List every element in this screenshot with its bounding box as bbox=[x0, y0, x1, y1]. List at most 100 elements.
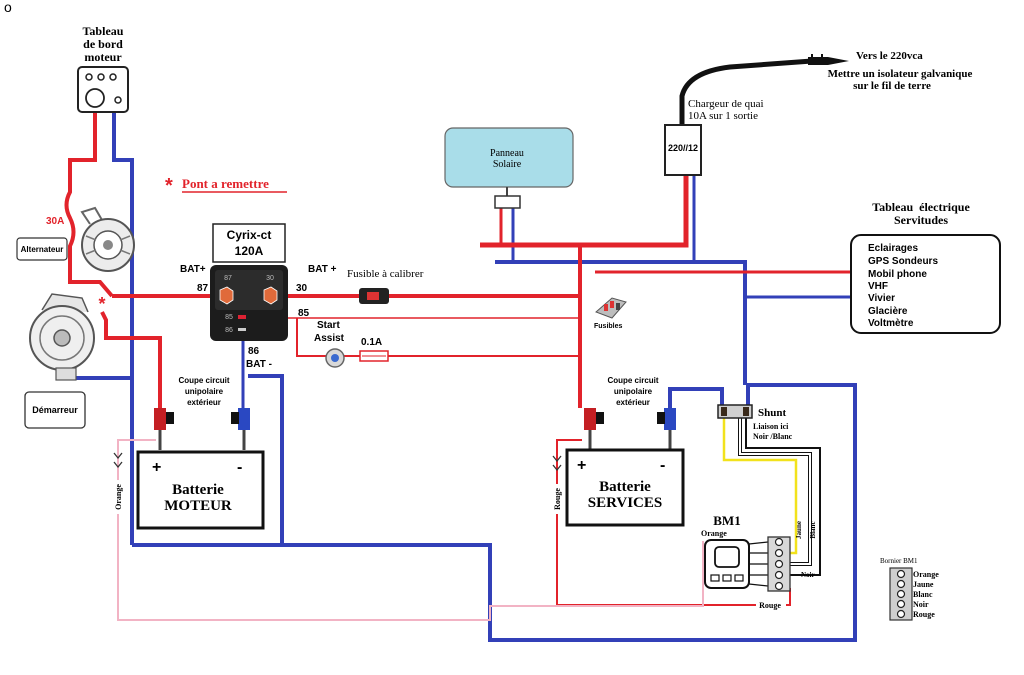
cutoff-switch-red bbox=[584, 408, 596, 430]
service-panel: Tableau électrique Servitudes Eclairages… bbox=[850, 200, 1001, 334]
bm1-button bbox=[734, 574, 744, 582]
starter-foot bbox=[55, 367, 77, 381]
relay-inner-86: 86 bbox=[225, 327, 233, 334]
bornier-legend-item: Jaune bbox=[913, 580, 934, 589]
bm1-button bbox=[710, 574, 720, 582]
relay-label-bat-plus-right: BAT + bbox=[308, 264, 337, 275]
fuse-element bbox=[367, 292, 379, 300]
cutoff-left: Coupe circuit unipolaire extérieur bbox=[154, 376, 250, 450]
battery-engine-plus: + bbox=[152, 459, 161, 476]
corner-mark: o bbox=[4, 0, 12, 15]
wire-blue-services-negative bbox=[668, 387, 724, 408]
fuse-block-label: Fusibles bbox=[594, 323, 623, 330]
shunt-note: Noir /Blanc bbox=[753, 432, 793, 441]
battery-services-name: SERVICES bbox=[588, 495, 663, 511]
cutoff-right-label: Coupe circuit bbox=[607, 376, 658, 385]
cutoff-right-label: extérieur bbox=[616, 398, 650, 407]
relay-terminal-30 bbox=[263, 286, 278, 305]
gauge-icon bbox=[97, 73, 105, 81]
wire-black-noir bbox=[745, 418, 821, 576]
cutoff-knob bbox=[166, 412, 174, 424]
battery-services-name: Batterie bbox=[599, 479, 651, 495]
battery-services-plus: + bbox=[577, 457, 586, 474]
wire-labels: Orange Rouge Rouge bbox=[113, 452, 786, 610]
wire-label-rouge-left: Rouge bbox=[553, 488, 562, 510]
bornier-legend-item: Noir bbox=[913, 600, 929, 609]
charger-caption: 10A sur 1 sortie bbox=[688, 110, 758, 122]
gauge-icon bbox=[85, 73, 93, 81]
fuse-block-fuse bbox=[616, 303, 620, 310]
starter-ring bbox=[39, 315, 85, 361]
note-text: Pont a remettre bbox=[182, 176, 269, 191]
bm1-orange-label: Orange bbox=[701, 529, 727, 538]
alternator-hub bbox=[103, 240, 113, 250]
wire-blue-engine-negative bbox=[248, 374, 284, 545]
start-assist-label: Start bbox=[317, 320, 340, 331]
terminal-screw bbox=[896, 609, 906, 619]
bornier-legend-item: Orange bbox=[913, 570, 939, 579]
battery-engine-name: MOTEUR bbox=[164, 498, 232, 514]
bm1-button bbox=[722, 574, 732, 582]
starter-hub bbox=[53, 329, 71, 347]
service-panel-item: Eclairages bbox=[868, 243, 918, 254]
alternator: Alternateur * bbox=[16, 206, 135, 314]
gauge-icon bbox=[85, 88, 105, 108]
battery-services: + - Batterie SERVICES bbox=[565, 448, 685, 527]
service-panel-item: GPS Sondeurs bbox=[868, 256, 938, 267]
terminal-screw bbox=[896, 599, 906, 609]
terminal-screw bbox=[774, 559, 784, 569]
cutoff-knob bbox=[657, 412, 665, 424]
cutoff-right-label: unipolaire bbox=[614, 387, 653, 396]
wire-label-rouge-bottom: Rouge bbox=[759, 601, 781, 610]
relay-label-85: 85 bbox=[298, 308, 310, 319]
fuse-block: Fusibles bbox=[594, 297, 627, 330]
service-panel-item: Voltmètre bbox=[868, 318, 914, 329]
dashboard-title-line: de bord bbox=[83, 37, 123, 51]
label-bg bbox=[552, 484, 562, 514]
cutoff-switch-blue bbox=[664, 408, 676, 430]
bridge-note: * Pont a remettre bbox=[165, 175, 287, 197]
cyrix-relay: Cyrix-ct 120A 87 30 85 86 BAT+ 87 BAT + … bbox=[180, 223, 337, 370]
battery-engine-minus: - bbox=[237, 459, 242, 476]
mains-connection: Vers le 220vca Mettre un isolateur galva… bbox=[808, 50, 972, 92]
starter-motor: Démarreur bbox=[24, 293, 95, 429]
wire-red-start-assist bbox=[296, 318, 326, 357]
charger-box-label: 220//12 bbox=[668, 143, 698, 153]
dashboard-title-line: moteur bbox=[84, 50, 122, 64]
cutoff-knob bbox=[596, 412, 604, 424]
alternator-fins bbox=[85, 235, 131, 255]
relay-title: Cyrix-ct bbox=[227, 228, 272, 242]
label-bg bbox=[113, 480, 123, 514]
fuse-block-fuse bbox=[610, 301, 614, 308]
service-panel-box bbox=[850, 234, 1001, 334]
gauge-icon bbox=[109, 73, 117, 81]
bm1-label: BM1 bbox=[713, 513, 740, 528]
wires bbox=[64, 58, 857, 642]
wire-red-top bbox=[480, 175, 689, 248]
relay-terminal-87 bbox=[219, 286, 234, 305]
starter-label: Démarreur bbox=[32, 405, 78, 415]
terminal-screw bbox=[774, 548, 784, 558]
connector-mark bbox=[113, 452, 123, 469]
terminal-screw bbox=[774, 581, 784, 591]
starter-label-box bbox=[24, 391, 86, 429]
cutoff-left-label: unipolaire bbox=[185, 387, 224, 396]
shunt-note: Liaison ici bbox=[753, 422, 789, 431]
terminal-screw bbox=[896, 579, 906, 589]
gauge-icon bbox=[114, 96, 122, 104]
solar-panel-box bbox=[444, 127, 574, 188]
wire-blue-ground-loop bbox=[132, 383, 857, 642]
relay-terminal-85 bbox=[238, 315, 246, 319]
solar-panel-label: Panneau bbox=[490, 148, 524, 159]
service-panel-item: Vivier bbox=[868, 293, 895, 304]
wire-red-alternator-battery bbox=[100, 311, 162, 408]
dashboard-panel bbox=[77, 66, 129, 113]
bm1-noir-label: Noir bbox=[801, 571, 815, 579]
solar-panel-label: Solaire bbox=[493, 159, 522, 170]
terminal-screw bbox=[896, 569, 906, 579]
shunt: Shunt Liaison ici Noir /Blanc bbox=[717, 404, 793, 441]
relay-label-87: 87 bbox=[197, 283, 209, 294]
main-fuse: Fusible à calibrer bbox=[347, 268, 424, 304]
shunt-bolt bbox=[721, 407, 727, 416]
bm1-screen bbox=[714, 546, 740, 568]
